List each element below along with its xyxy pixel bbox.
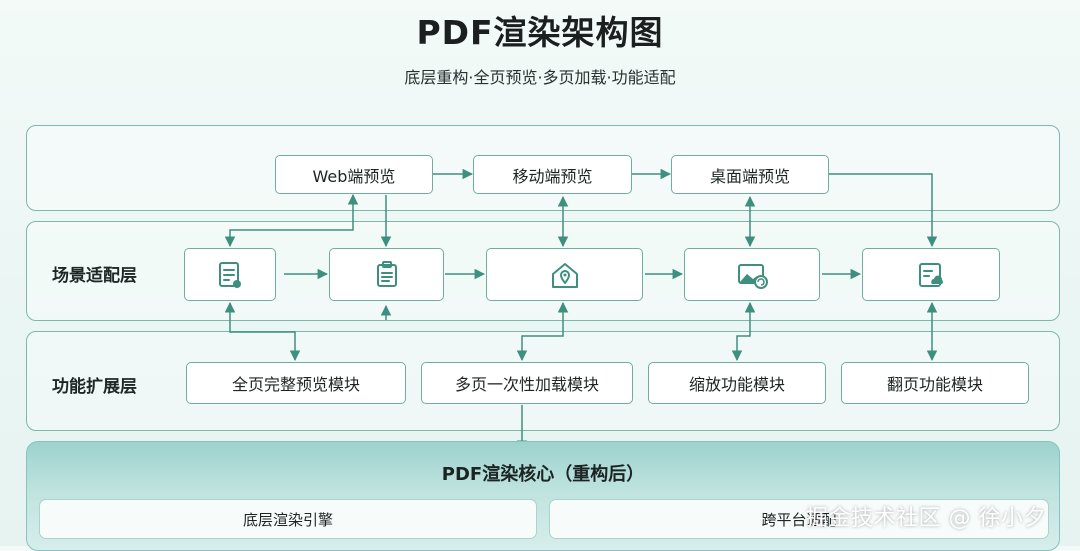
arrow-scene4-to-func3 bbox=[731, 301, 756, 362]
scene-box-5 bbox=[862, 248, 1000, 301]
scene-box-1 bbox=[184, 248, 276, 301]
module-zoom: 缩放功能模块 bbox=[648, 362, 826, 404]
arrow-scene1-to-func1 bbox=[224, 301, 301, 362]
home-location-icon bbox=[551, 262, 578, 288]
scene-layer-label: 场景适配层 bbox=[52, 266, 137, 286]
function-layer-label: 功能扩展层 bbox=[52, 377, 137, 397]
render-core: PDF渲染核心（重构后） 底层渲染引擎 跨平台适配 bbox=[26, 441, 1060, 551]
core-platform-box: 跨平台适配 bbox=[549, 499, 1049, 539]
desktop-preview-box: 桌面端预览 bbox=[671, 155, 829, 194]
module-page-turn: 翻页功能模块 bbox=[841, 362, 1029, 404]
image-sync-icon bbox=[738, 263, 768, 289]
scene-box-2 bbox=[329, 248, 444, 301]
scene-box-4 bbox=[684, 248, 820, 301]
arrow-web-to-scene1 bbox=[224, 195, 354, 248]
core-engine-box: 底层渲染引擎 bbox=[39, 499, 537, 539]
module-full-page-preview: 全页完整预览模块 bbox=[186, 362, 406, 404]
scene-box-3 bbox=[486, 248, 643, 301]
arrow-desktop-to-scene5 bbox=[829, 173, 938, 248]
document-icon bbox=[219, 261, 241, 288]
module-multi-page-load: 多页一次性加载模块 bbox=[421, 362, 633, 404]
core-title: PDF渲染核心（重构后） bbox=[441, 464, 645, 485]
page-subtitle: 底层重构·全页预览·多页加载·功能适配 bbox=[404, 68, 676, 87]
web-preview-box: Web端预览 bbox=[275, 155, 433, 194]
page-title: PDF渲染架构图 bbox=[416, 13, 664, 52]
cloud-document-icon bbox=[919, 262, 943, 287]
watermark: 掘金技术社区 @ 徐小夕 bbox=[806, 506, 1046, 531]
arrow-scene3-to-func2 bbox=[516, 301, 569, 362]
mobile-preview-box: 移动端预览 bbox=[473, 155, 632, 194]
clipboard-icon bbox=[376, 260, 397, 287]
